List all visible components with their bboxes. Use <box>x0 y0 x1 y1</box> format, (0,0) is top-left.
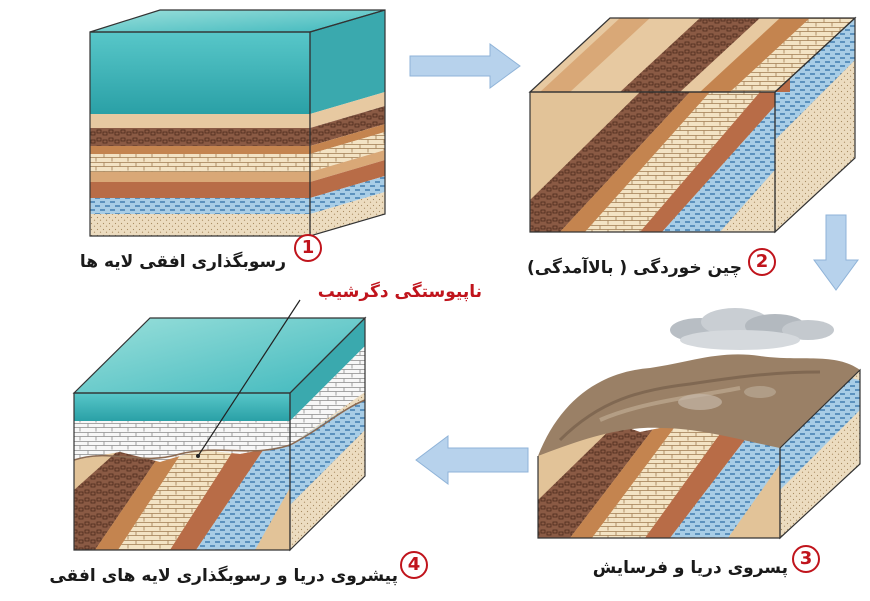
arrow-right-icon <box>409 43 521 89</box>
arrow-down-icon <box>813 214 859 291</box>
block-4-unconformity <box>72 316 367 552</box>
arrow-left-icon <box>415 435 529 485</box>
step-1-caption: رسوبگذاری افقی لایه ها <box>79 252 286 272</box>
annotation-pointer-dot <box>196 454 200 458</box>
step-1-number: 1 <box>294 234 322 262</box>
cloud <box>670 308 834 350</box>
step-3-caption: پسروی دریا و فرسایش <box>592 558 788 578</box>
step-2-caption: چین خوردگی ( بالاآمدگی) <box>527 258 742 278</box>
step-3-number: 3 <box>792 545 820 573</box>
block-1-horizontal-layers <box>89 9 386 237</box>
block-3-erosion <box>537 308 861 540</box>
step-4-number: 4 <box>400 551 428 579</box>
annotation-pointer <box>197 299 301 457</box>
block-2-tilted-layers <box>528 16 857 234</box>
step-4-caption: پیشروی دریا و رسوبگذاری لایه های افقی <box>49 566 398 586</box>
step-2-number: 2 <box>748 248 776 276</box>
unconformity-label: ناپیوستگی دگرشیب <box>317 282 482 302</box>
